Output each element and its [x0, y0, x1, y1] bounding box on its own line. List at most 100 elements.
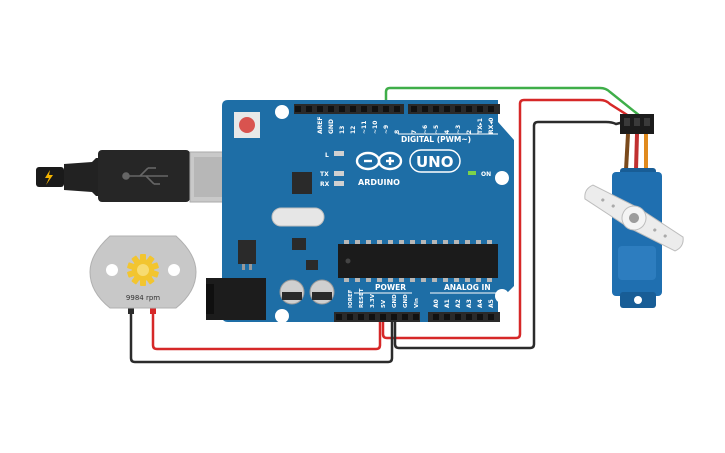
power-pin-labels: IOREF RESET 3.3V 5V GND GND Vin [348, 288, 420, 308]
digital-header-left[interactable] [294, 104, 404, 114]
servo-motor[interactable] [580, 114, 687, 308]
brand-label: ARDUINO [358, 178, 400, 187]
power-pin-label: RESET [359, 288, 365, 308]
analog-header[interactable] [428, 312, 500, 322]
power-pin-label: 5V [381, 299, 387, 308]
wire-green-signal[interactable] [384, 86, 641, 117]
digital-pin[interactable] [444, 106, 450, 112]
analog-pin[interactable] [488, 314, 494, 320]
power-header[interactable] [334, 312, 420, 322]
mounting-hole [495, 289, 509, 303]
wire-black-motor[interactable] [129, 313, 394, 364]
crystal-oscillator [271, 207, 325, 227]
on-led [468, 171, 476, 175]
digital-pin[interactable] [466, 106, 472, 112]
digital-pin[interactable] [350, 106, 356, 112]
digital-pin[interactable] [488, 106, 494, 112]
analog-pin[interactable] [433, 314, 439, 320]
wire-red-motor[interactable] [151, 313, 382, 351]
digital-pin-label: ~5 [433, 125, 440, 134]
motor-screw [168, 264, 180, 276]
digital-header-label: DIGITAL (PWM~) [401, 135, 471, 144]
digital-pin-label: ~10 [372, 121, 379, 134]
analog-pin[interactable] [477, 314, 483, 320]
digital-pin[interactable] [394, 106, 400, 112]
tx-led [334, 171, 344, 176]
power-pin-label: 3.3V [370, 293, 376, 308]
usb-cable[interactable] [36, 150, 237, 203]
digital-pin-label: ~11 [361, 121, 368, 134]
mounting-hole [275, 309, 289, 323]
digital-pin[interactable] [422, 106, 428, 112]
motor-rpm-readout: 9984 rpm [126, 294, 160, 302]
lightning-icon [45, 170, 53, 185]
digital-pin[interactable] [328, 106, 334, 112]
analog-pin[interactable] [466, 314, 472, 320]
power-pin[interactable] [336, 314, 342, 320]
digital-pin[interactable] [339, 106, 345, 112]
reset-button[interactable] [239, 117, 255, 133]
digital-pin-label: 13 [339, 126, 346, 134]
gear-icon [127, 254, 159, 286]
servo-horn[interactable] [580, 180, 687, 256]
digital-pin[interactable] [317, 106, 323, 112]
mounting-hole [275, 105, 289, 119]
rx-led [334, 181, 344, 186]
digital-pin[interactable] [306, 106, 312, 112]
power-pin[interactable] [369, 314, 375, 320]
power-pin-label: GND [392, 294, 398, 308]
digital-pin[interactable] [411, 106, 417, 112]
power-pin-label: GND [403, 294, 409, 308]
digital-pin-label: ~6 [422, 125, 429, 134]
model-label: UNO [416, 153, 454, 171]
dc-power-jack[interactable] [206, 278, 266, 320]
digital-pin-label: ~3 [455, 125, 462, 134]
analog-pin-label: A5 [488, 299, 495, 308]
l-led-label: L [325, 152, 329, 159]
digital-pin[interactable] [477, 106, 483, 112]
wire-red-servo[interactable] [381, 98, 633, 340]
digital-pin-label: 8 [394, 130, 401, 134]
digital-pin-label: 12 [350, 126, 357, 134]
usb-symbol-icon [122, 167, 168, 185]
dc-motor[interactable]: 9984 rpm [89, 235, 197, 314]
arduino-logo-icon [355, 151, 403, 171]
power-pin-label: Vin [414, 298, 420, 308]
on-led-label: ON [481, 171, 491, 178]
digital-pin-label: 4 [444, 130, 451, 134]
analog-pin[interactable] [455, 314, 461, 320]
digital-pin[interactable] [455, 106, 461, 112]
usb-interface-chip [292, 172, 312, 194]
voltage-regulator [238, 240, 256, 264]
power-pin-label: IOREF [348, 289, 354, 308]
digital-pin-label: ~9 [383, 125, 390, 134]
digital-pin[interactable] [361, 106, 367, 112]
power-pin[interactable] [347, 314, 353, 320]
power-pin[interactable] [402, 314, 408, 320]
wire-black-servo[interactable] [393, 120, 625, 350]
power-pin[interactable] [380, 314, 386, 320]
digital-pin[interactable] [383, 106, 389, 112]
digital-pin[interactable] [372, 106, 378, 112]
analog-pin-label: A2 [455, 299, 462, 308]
power-pin[interactable] [413, 314, 419, 320]
atmega-chip [338, 244, 498, 278]
digital-pin[interactable] [433, 106, 439, 112]
power-pin[interactable] [358, 314, 364, 320]
digital-pin-squares[interactable] [295, 106, 494, 112]
tx-led-label: TX [320, 171, 329, 178]
digital-header-right[interactable] [408, 104, 500, 114]
small-chip-2 [306, 260, 318, 270]
analog-pin[interactable] [444, 314, 450, 320]
analog-header-label: ANALOG IN [444, 283, 491, 292]
uno-badge [409, 149, 461, 173]
digital-pin[interactable] [295, 106, 301, 112]
digital-pin-label: 7 [411, 130, 418, 134]
bottom-pin-squares[interactable] [336, 314, 494, 320]
power-pin[interactable] [391, 314, 397, 320]
digital-pin-label: 2 [466, 130, 473, 134]
